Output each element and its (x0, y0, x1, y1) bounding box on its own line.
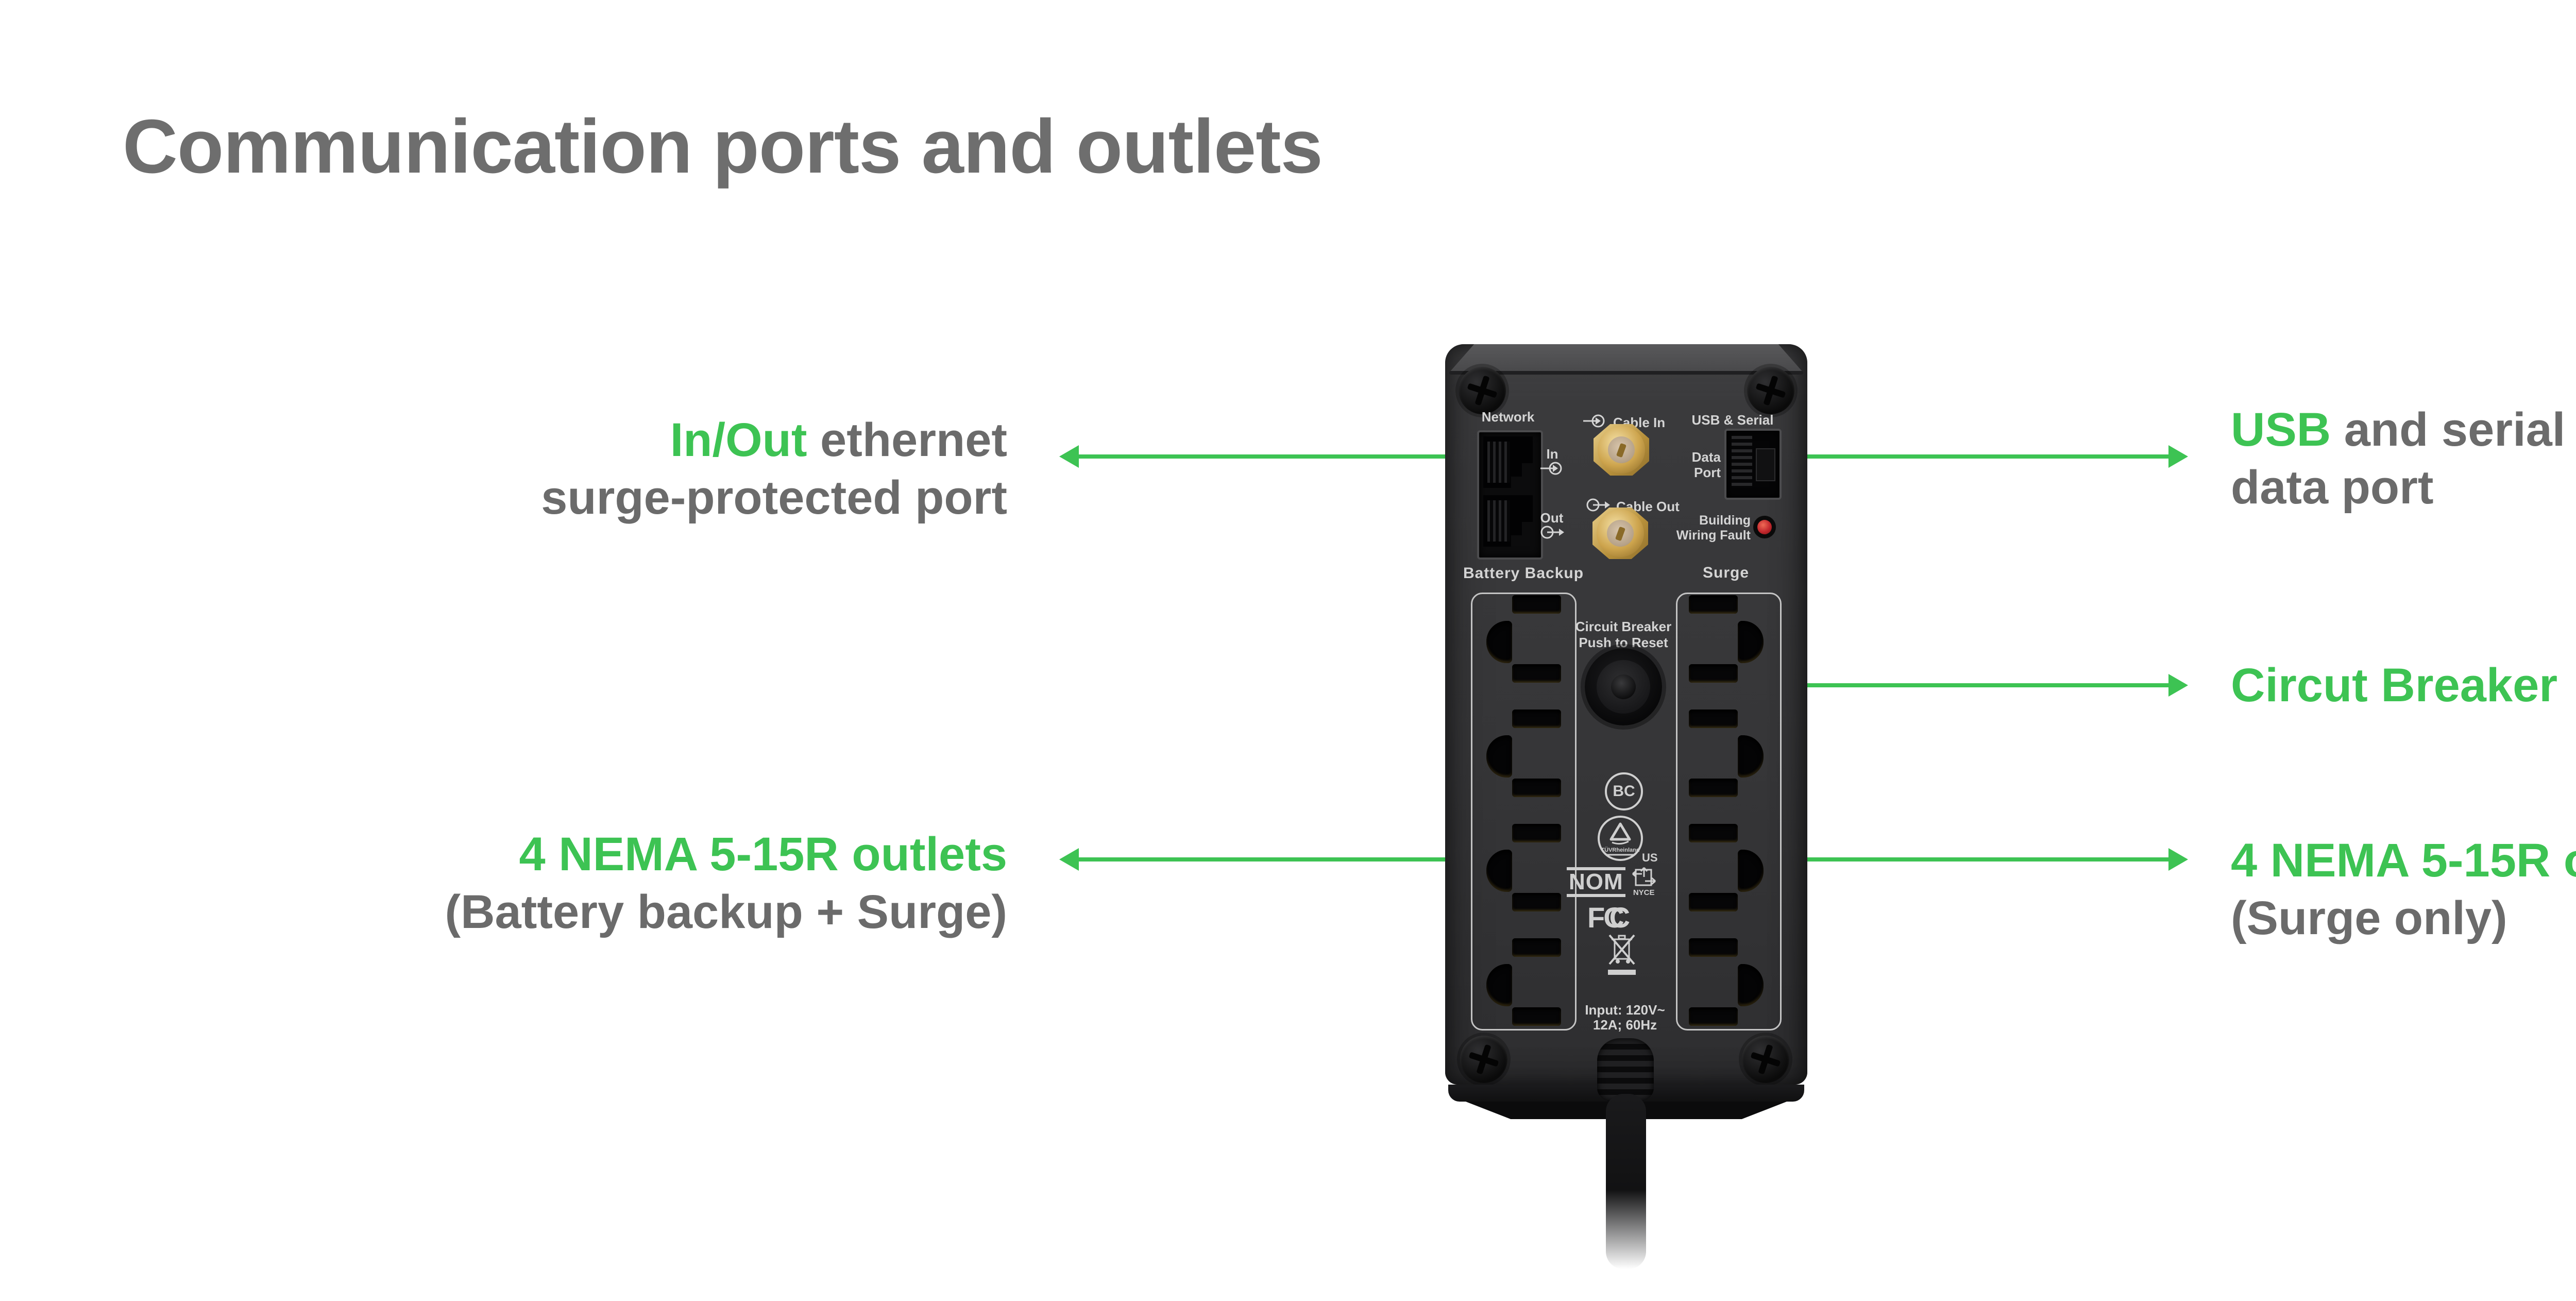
ups-back-panel: Network In Out Cable In Cable Out USB & … (1445, 344, 1807, 1277)
network-in-label: In (1546, 446, 1558, 462)
callout-nema-surge: 4 NEMA 5-15R outlets (Surge only) (2231, 832, 2576, 947)
nyce-icon: NYCE (1632, 867, 1656, 897)
building-wiring-fault-led (1753, 516, 1776, 538)
tuv-rheinland-icon: TÜVRheinland (1597, 815, 1644, 865)
tuv-us-label: US (1642, 851, 1658, 864)
network-ports (1477, 430, 1543, 560)
arrowhead-ethernet-icon (1059, 445, 1079, 468)
screw-bottom-left-icon (1460, 1036, 1507, 1083)
callout-usb-line2: data port (2231, 461, 2434, 514)
callout-usb-serial: USB and serial data port (2231, 401, 2565, 516)
callout-usb-line1: USB and serial (2231, 403, 2566, 456)
usb-serial-label: USB & Serial (1691, 412, 1774, 428)
arrow-line-nema-surge (1705, 857, 2170, 861)
nema-outlet (1486, 938, 1561, 1026)
screw-bottom-right-icon (1742, 1036, 1789, 1083)
nom-label: NOM (1567, 867, 1625, 897)
network-out-jack (1483, 495, 1533, 547)
cable-in-icon (1582, 412, 1608, 433)
cord-strain-relief (1597, 1038, 1654, 1101)
coax-cable-in-connector (1594, 423, 1649, 477)
callout-ethernet: In/Out ethernet surge-protected port (541, 411, 1007, 527)
arrow-line-nema-battery (1078, 857, 1489, 861)
callout-nema-surge-line2: (Surge only) (2231, 892, 2507, 944)
network-out-label: Out (1540, 510, 1564, 526)
callout-nema-battery-line2: (Battery backup + Surge) (445, 886, 1007, 938)
weee-underline-bar (1608, 970, 1636, 975)
nema-outlet (1486, 709, 1561, 797)
circuit-breaker-button (1585, 648, 1662, 725)
nema-outlet (1486, 824, 1561, 911)
arrow-into-circle-icon (1539, 460, 1565, 480)
surge-label: Surge (1702, 564, 1750, 581)
network-label: Network (1481, 409, 1535, 425)
cable-out-icon (1585, 496, 1611, 517)
data-port-jack (1724, 429, 1782, 500)
arrow-line-breaker (1641, 683, 2170, 687)
arrow-out-of-circle-icon (1539, 523, 1565, 544)
building-wiring-fault-label: Building Wiring Fault (1676, 513, 1751, 543)
weee-crossed-bin-icon (1605, 931, 1638, 971)
nom-nyce-certification: NOM NYCE (1567, 867, 1656, 897)
circuit-breaker-label: Circuit Breaker Push to Reset (1575, 619, 1672, 650)
callout-nema-surge-line1: 4 NEMA 5-15R outlets (2231, 834, 2576, 887)
network-in-jack (1483, 436, 1533, 488)
callout-ethernet-line1: In/Out ethernet (670, 414, 1007, 466)
arrowhead-breaker-icon (2168, 674, 2188, 697)
arrowhead-nema-battery-icon (1059, 848, 1079, 871)
arrowhead-nema-surge-icon (2168, 848, 2188, 871)
coax-cable-out-connector (1592, 506, 1648, 560)
nema-outlet (1689, 824, 1764, 911)
battery-backup-outlet-panel (1471, 593, 1577, 1030)
nema-outlet (1486, 595, 1561, 683)
device-top-bevel (1450, 344, 1802, 371)
callout-nema-battery-line1: 4 NEMA 5-15R outlets (519, 828, 1007, 881)
callout-nema-battery: 4 NEMA 5-15R outlets (Battery backup + S… (445, 825, 1007, 941)
arrowhead-usb-icon (2168, 445, 2188, 468)
device-top-seam (1449, 371, 1803, 375)
screw-top-left-icon (1459, 367, 1506, 414)
data-port-label: Data Port (1691, 449, 1721, 480)
callout-circuit-breaker: Circut Breaker (2231, 659, 2558, 712)
arrow-line-ethernet (1078, 454, 1497, 459)
callout-ethernet-line2: surge-protected port (541, 471, 1007, 524)
cable-in-row: Cable In (1582, 412, 1665, 433)
power-cord (1606, 1094, 1646, 1269)
surge-outlet-panel (1676, 593, 1782, 1030)
page-title: Communication ports and outlets (123, 104, 1323, 189)
bc-certification-icon: BC (1605, 772, 1643, 810)
screw-top-right-icon (1747, 367, 1794, 414)
arrow-line-usb (1750, 454, 2170, 459)
input-rating-label: Input: 120V~ 12A; 60Hz (1585, 1002, 1665, 1033)
svg-text:TÜVRheinland: TÜVRheinland (1601, 847, 1639, 853)
battery-backup-label: Battery Backup (1463, 565, 1584, 582)
nema-outlet (1689, 709, 1764, 797)
